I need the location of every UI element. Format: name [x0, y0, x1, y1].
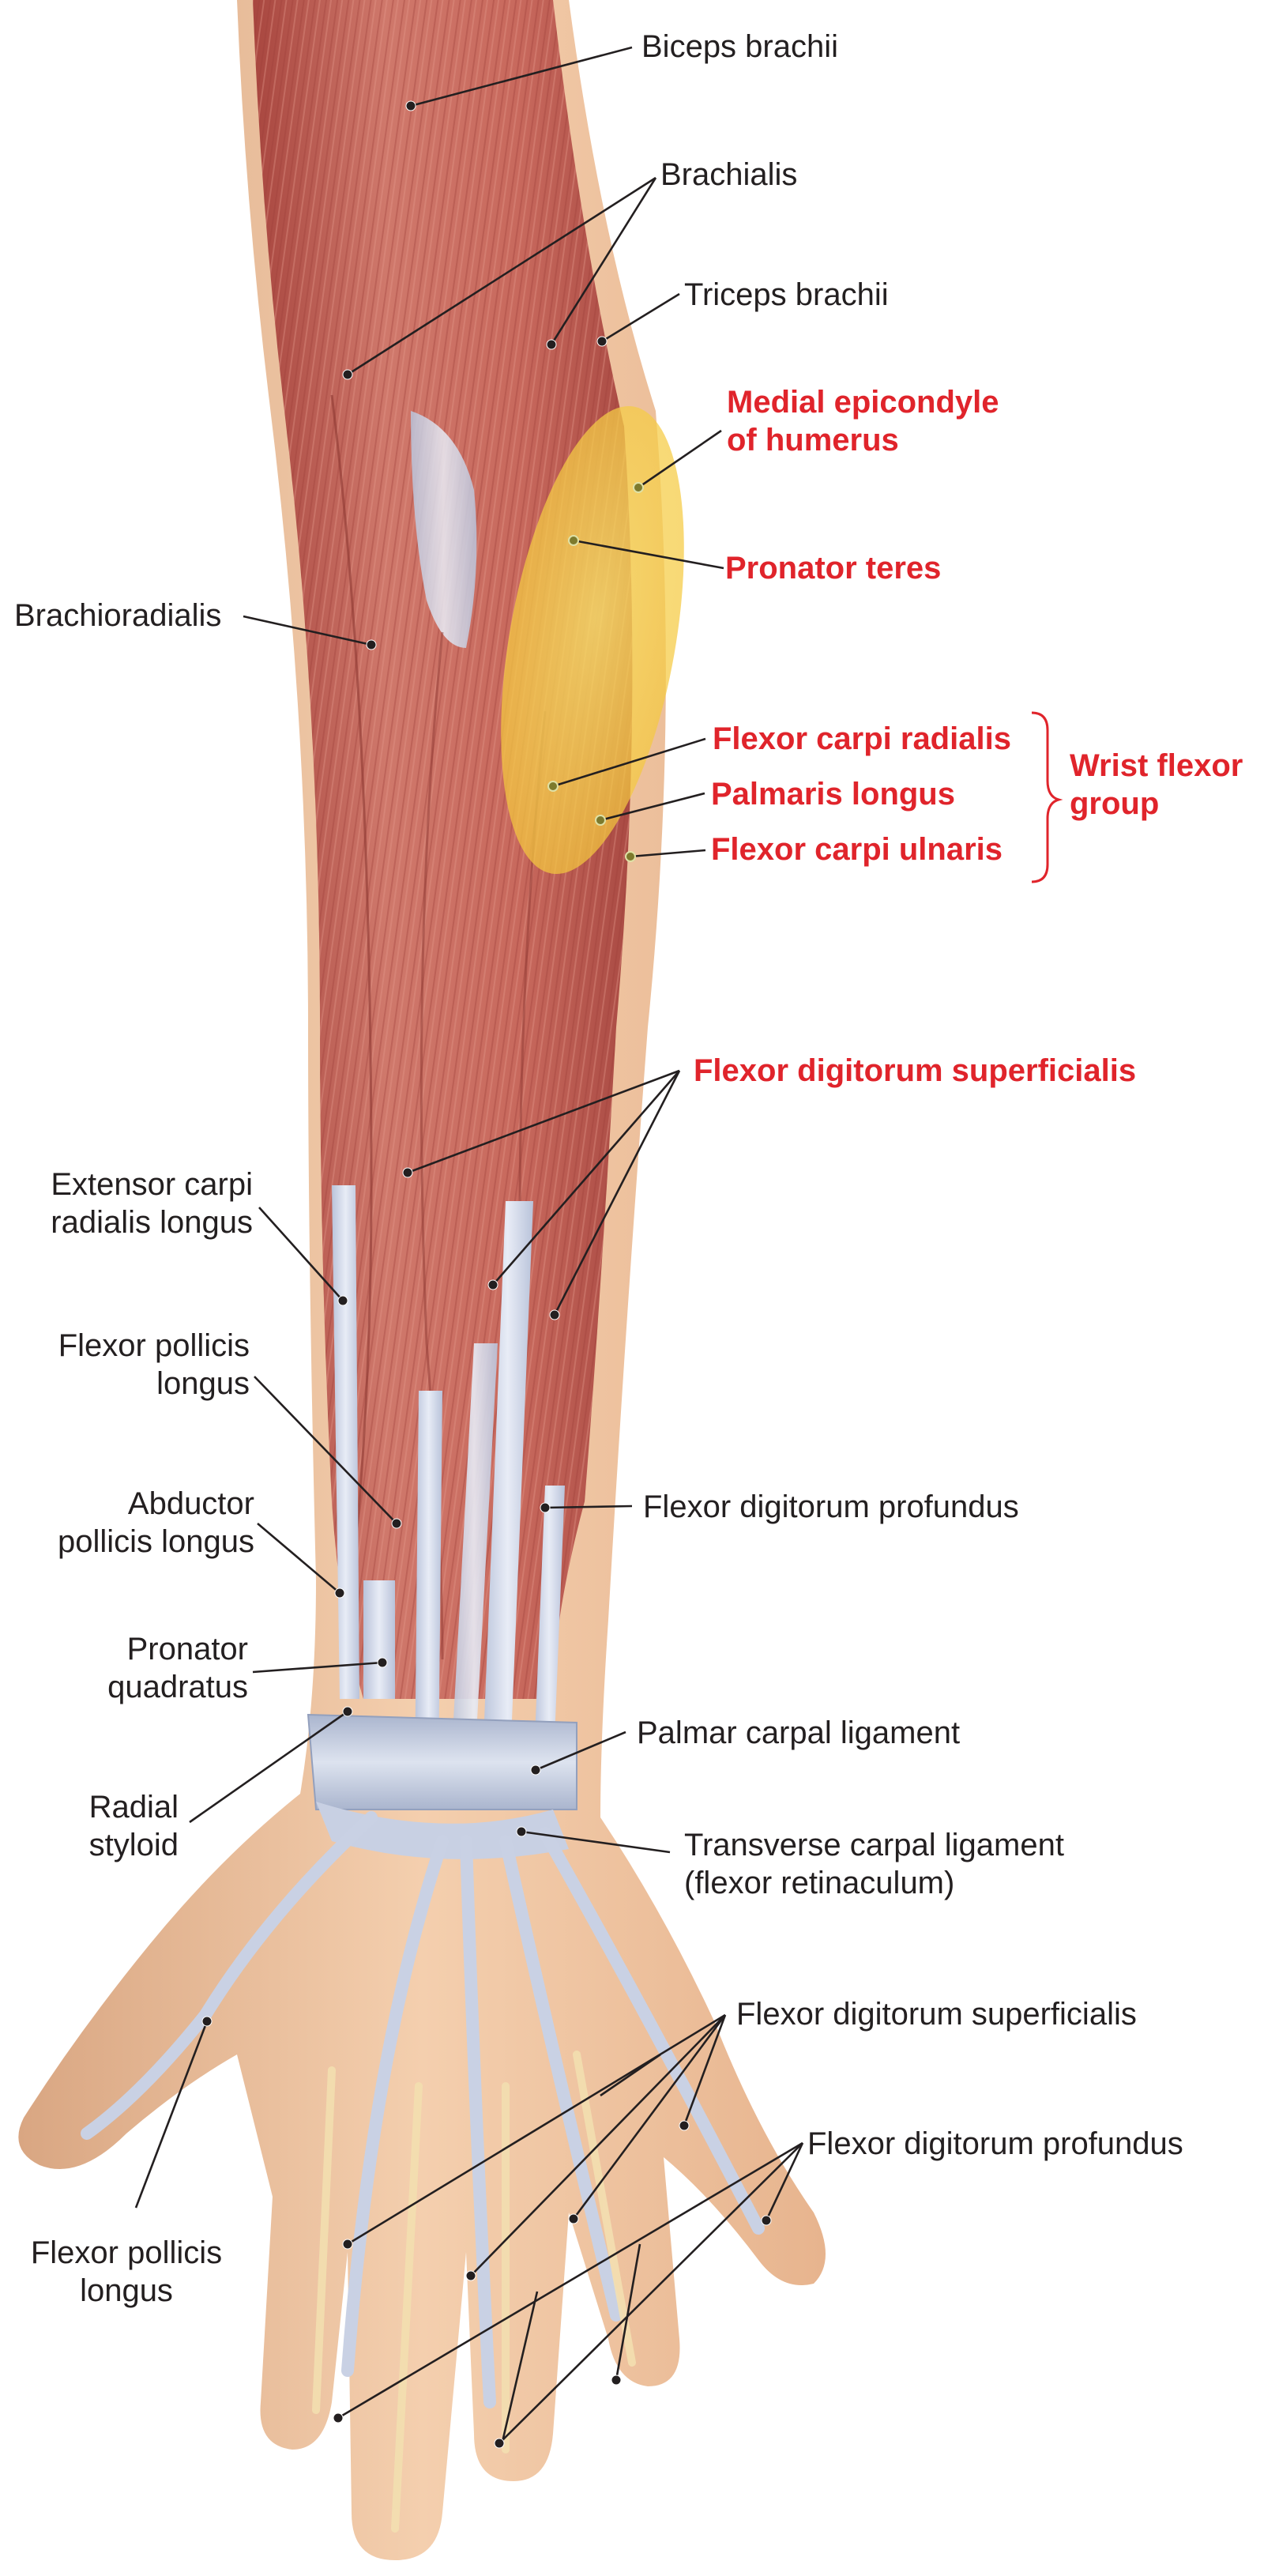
label-pq: Pronator	[127, 1632, 248, 1666]
label-palmar-carpal: Palmar carpal ligament	[637, 1715, 960, 1750]
label-ecrl: Extensor carpi	[51, 1167, 253, 1202]
label-fpl-bottom: Flexor pollicis	[31, 2235, 222, 2270]
label-ecrl-2: radialis longus	[51, 1205, 253, 1240]
label-brachialis: Brachialis	[660, 157, 797, 192]
label-fdp-bottom: Flexor digitorum profundus	[807, 2126, 1183, 2161]
forearm-tendons	[332, 1185, 565, 1778]
label-apl-2: pollicis longus	[58, 1524, 254, 1559]
label-tcl: Transverse carpal ligament	[684, 1828, 1064, 1862]
flexor-group-highlight	[501, 405, 684, 875]
leader-lines	[134, 46, 804, 2449]
label-palmaris-longus: Palmaris longus	[711, 777, 955, 812]
label-apl: Abductor	[128, 1486, 254, 1521]
label-fdp-top: Flexor digitorum profundus	[643, 1489, 1019, 1524]
label-flexor-carpi-radialis: Flexor carpi radialis	[713, 721, 1011, 756]
hand-tendons	[81, 1811, 765, 2408]
label-biceps-brachii: Biceps brachii	[641, 29, 838, 64]
label-fds-top: Flexor digitorum superficialis	[694, 1053, 1136, 1088]
label-triceps-brachii: Triceps brachii	[684, 277, 889, 312]
label-tcl-2: (flexor retinaculum)	[684, 1866, 954, 1900]
label-radial-styloid: Radial	[89, 1790, 179, 1825]
label-medial-epicondyle: Medial epicondyle	[727, 385, 999, 420]
label-fpl-bottom-2: longus	[80, 2273, 173, 2308]
label-brachioradialis: Brachioradialis	[14, 598, 221, 633]
label-wrist-flexor-group: Wrist flexor	[1070, 748, 1243, 783]
label-medial-epicondyle-2: of humerus	[727, 423, 899, 458]
finger-bones	[312, 2051, 636, 2533]
label-flexor-carpi-ulnaris: Flexor carpi ulnaris	[711, 832, 1003, 867]
label-radial-styloid-2: styloid	[89, 1828, 179, 1862]
label-pq-2: quadratus	[107, 1670, 248, 1704]
label-pronator-teres: Pronator teres	[725, 551, 941, 586]
wrist-flexor-brace	[1031, 711, 1063, 883]
label-wrist-flexor-group-2: group	[1070, 786, 1159, 821]
label-fpl-top-2: longus	[156, 1366, 250, 1401]
label-fpl-top: Flexor pollicis	[58, 1328, 250, 1363]
labels: Biceps brachii Brachialis Triceps brachi…	[14, 29, 1243, 2308]
label-fds-bottom: Flexor digitorum superficialis	[736, 1997, 1137, 2032]
